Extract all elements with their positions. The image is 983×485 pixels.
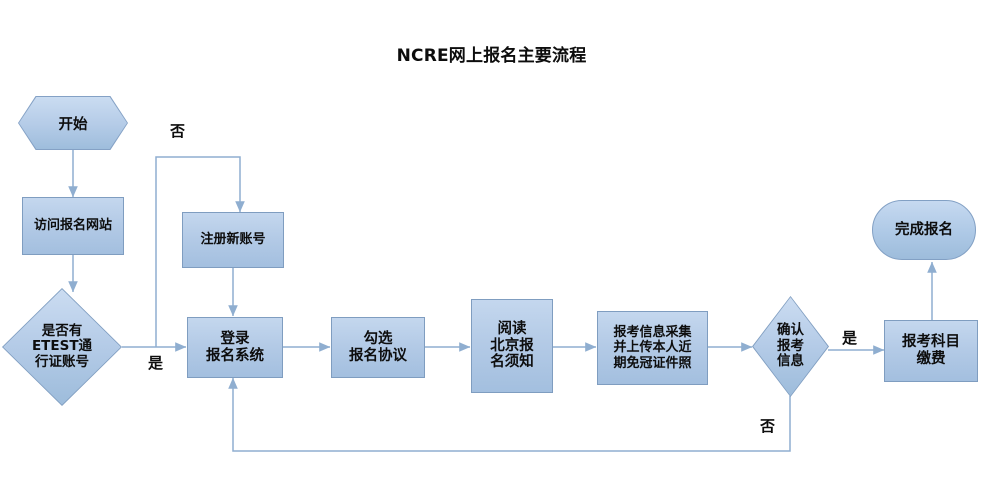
node-confirm-info-label: 确认 报考 信息 <box>753 297 828 396</box>
node-read-notice[interactable]: 阅读 北京报 名须知 <box>471 299 553 393</box>
node-has-account-label: 是否有 ETEST通 行证账号 <box>3 289 121 405</box>
edge-label-yes-pay: 是 <box>842 329 858 347</box>
node-agreement-label: 勾选 报名协议 <box>349 330 407 364</box>
node-finish-label: 完成报名 <box>895 221 953 238</box>
node-register[interactable]: 注册新账号 <box>182 212 284 268</box>
node-collect-info-label: 报考信息采集 并上传本人近 期免冠证件照 <box>613 325 692 371</box>
node-collect-info[interactable]: 报考信息采集 并上传本人近 期免冠证件照 <box>597 311 708 385</box>
node-pay-label: 报考科目 缴费 <box>902 334 960 367</box>
node-start[interactable]: 开始 <box>18 96 128 150</box>
edge-label-no-register: 否 <box>170 122 186 140</box>
node-agreement[interactable]: 勾选 报名协议 <box>331 317 425 378</box>
node-finish[interactable]: 完成报名 <box>872 200 976 260</box>
node-pay[interactable]: 报考科目 缴费 <box>884 320 978 382</box>
node-visit-site-label: 访问报名网站 <box>33 218 112 234</box>
node-start-label: 开始 <box>19 97 127 149</box>
edge-label-no-back: 否 <box>760 417 776 435</box>
node-visit-site[interactable]: 访问报名网站 <box>22 197 124 255</box>
node-read-notice-label: 阅读 北京报 名须知 <box>490 320 534 371</box>
node-confirm-info-decision[interactable]: 确认 报考 信息 <box>752 296 829 397</box>
node-has-account-decision[interactable]: 是否有 ETEST通 行证账号 <box>2 288 122 406</box>
page-title: NCRE网上报名主要流程 <box>396 46 587 66</box>
node-register-label: 注册新账号 <box>200 232 266 248</box>
edge-label-yes-login: 是 <box>148 354 164 372</box>
node-login-label: 登录 报名系统 <box>206 330 264 364</box>
node-login[interactable]: 登录 报名系统 <box>187 317 283 378</box>
